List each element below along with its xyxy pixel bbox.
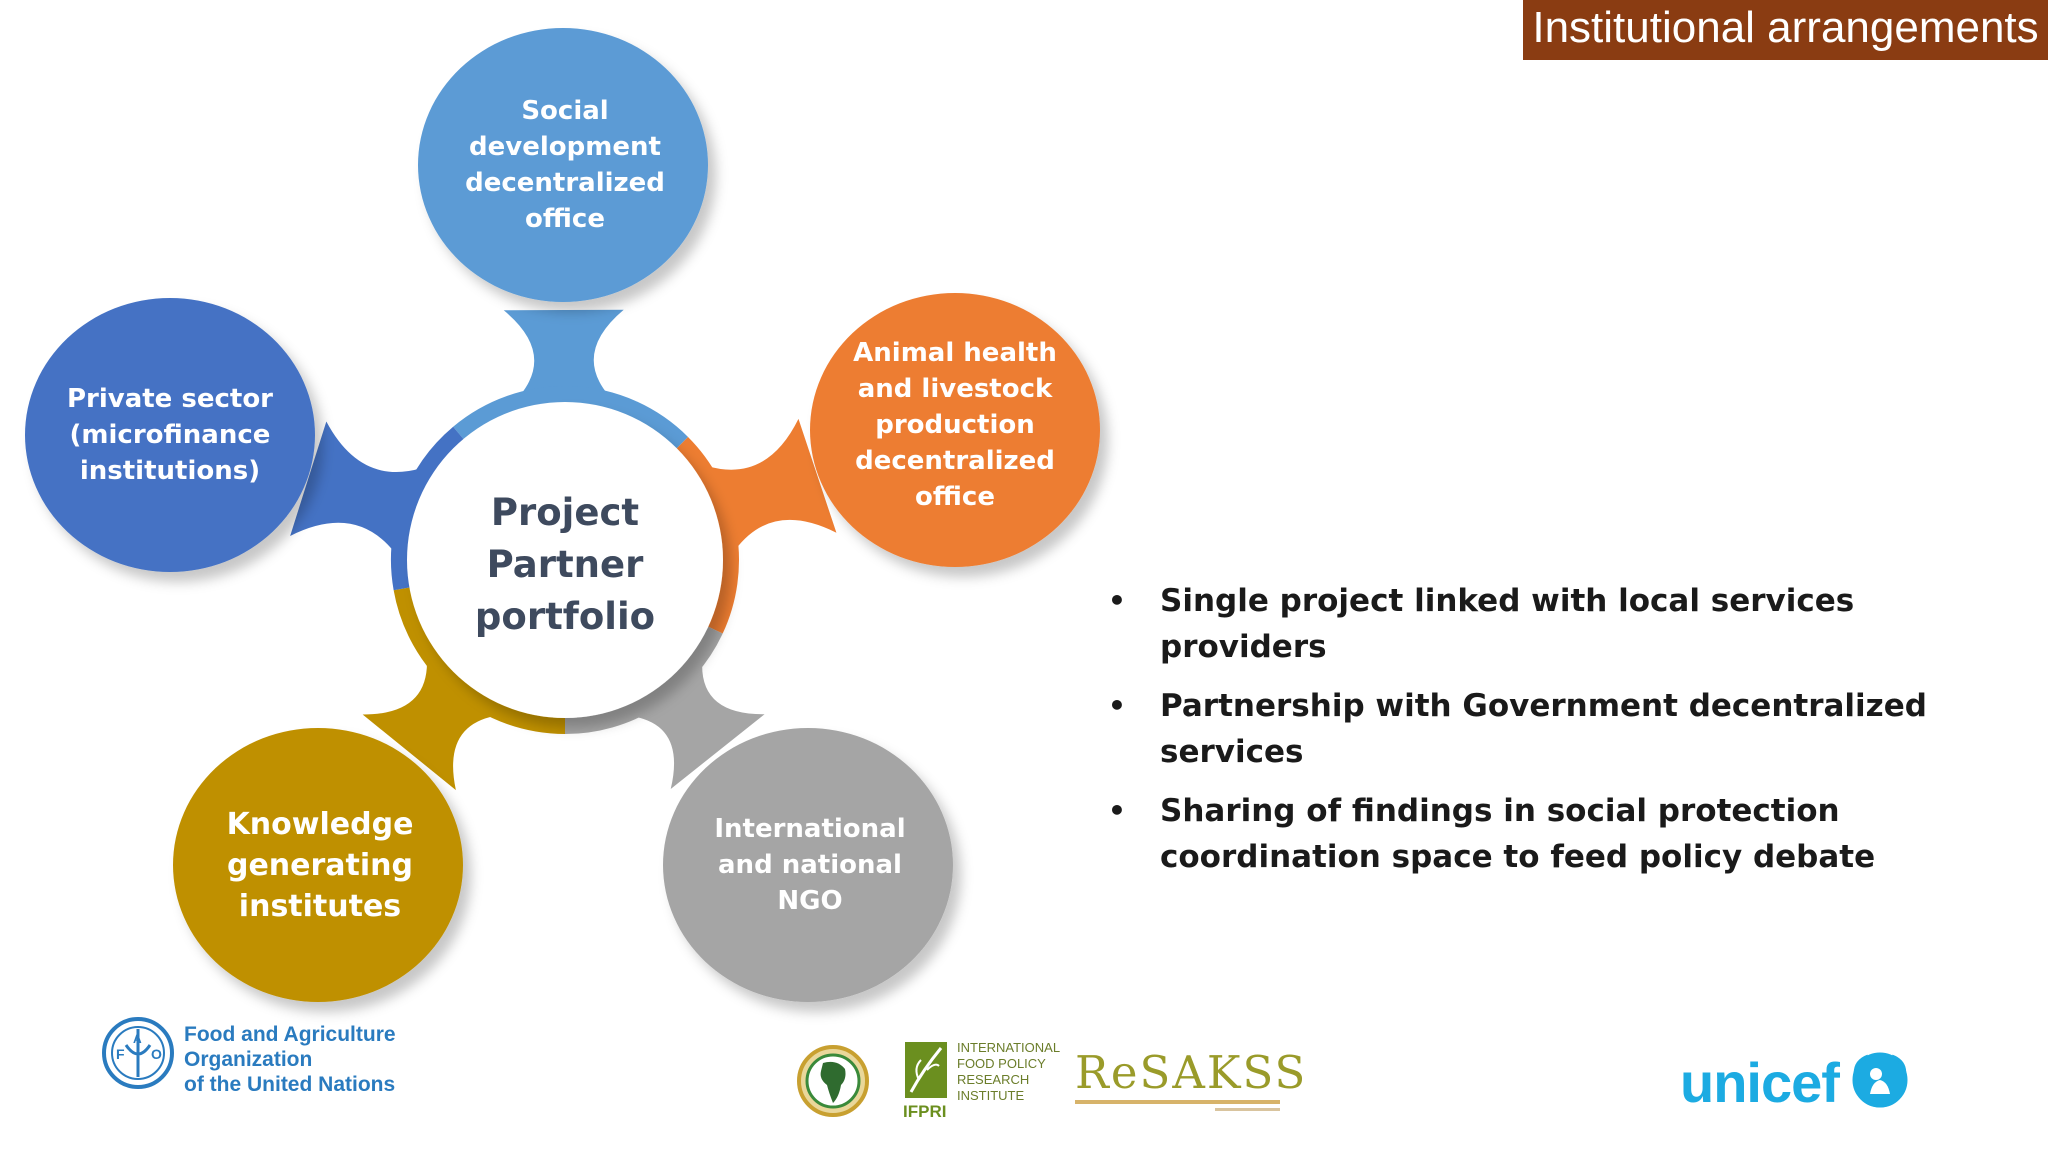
unicef-name: unicef (1680, 1051, 1840, 1114)
svg-text:O: O (151, 1046, 162, 1062)
node-label-ngo: International and national NGO (714, 814, 906, 916)
bullet-dot: • (1108, 584, 1126, 617)
resakss-tagline-bar (1075, 1100, 1280, 1104)
ring-segment-private (391, 426, 465, 591)
ring-segment-animal (675, 436, 739, 634)
fao-emblem-icon: F A O (102, 1017, 174, 1089)
node-label-private: Private sector (microfinance institution… (66, 384, 274, 486)
center-label: Project Partner portfolio (474, 491, 656, 638)
bullet-item: • Single project linked with local servic… (1108, 578, 2008, 670)
center-ring (391, 386, 739, 734)
center-circle (407, 402, 723, 718)
unicef-globe-icon (1852, 1052, 1908, 1108)
node-circle-ngo (663, 728, 953, 1002)
node-circles (25, 28, 1100, 1002)
connector-social (503, 309, 624, 396)
bullet-item: • Sharing of findings in social protectio… (1108, 788, 2008, 880)
node-label-animal: Animal health and livestock production d… (853, 338, 1057, 512)
unicef-logo: unicef (1680, 1048, 1920, 1118)
node-circle-knowledge (173, 728, 463, 1002)
bullet-list: • Single project linked with local servic… (1108, 578, 2008, 893)
ring-segment-ngo (564, 625, 723, 734)
bullet-text: Single project linked with local service… (1160, 583, 1855, 665)
node-label-knowledge: Knowledge generating institutes (226, 806, 414, 924)
connector-private (290, 421, 421, 553)
ring-segment-knowledge (393, 587, 566, 734)
partner-portfolio-diagram (25, 28, 1100, 1002)
africa-emblem-icon (797, 1045, 869, 1117)
bullet-item: • Partnership with Government decentraliz… (1108, 683, 2008, 775)
bullet-dot: • (1108, 689, 1126, 722)
node-circle-private (25, 298, 315, 572)
node-circle-social (418, 28, 708, 302)
fao-logo: F A O Food and Agriculture Organization … (100, 1015, 480, 1096)
node-label-social: Social development decentralized office (465, 96, 665, 234)
ifpri-logo: IFPRI INTERNATIONAL FOOD POLICY RESEARCH… (903, 1040, 1083, 1122)
svg-text:A: A (133, 1032, 142, 1046)
bullet-text: Partnership with Government decentralize… (1160, 688, 1927, 770)
ifpri-name: INTERNATIONAL FOOD POLICY RESEARCH INSTI… (957, 1040, 1061, 1103)
bullet-dot: • (1108, 794, 1126, 827)
ring-segment-social (453, 386, 689, 450)
slide-title: Institutional arrangements (1523, 0, 2048, 60)
ifpri-abbr: IFPRI (903, 1102, 947, 1121)
african-union-logo (793, 1045, 873, 1117)
fao-name: Food and Agriculture Organization of the… (184, 1023, 396, 1096)
node-circle-animal (810, 293, 1100, 567)
resakss-logo: ReSAKSS (1075, 1046, 1308, 1111)
connector-animal (707, 418, 837, 550)
resakss-tagline-bar (1215, 1108, 1280, 1111)
resakss-name: ReSAKSS (1075, 1046, 1308, 1099)
svg-text:F: F (116, 1046, 125, 1062)
bullet-text: Sharing of findings in social protection… (1160, 793, 1876, 875)
ifpri-leaf-icon (905, 1042, 947, 1098)
